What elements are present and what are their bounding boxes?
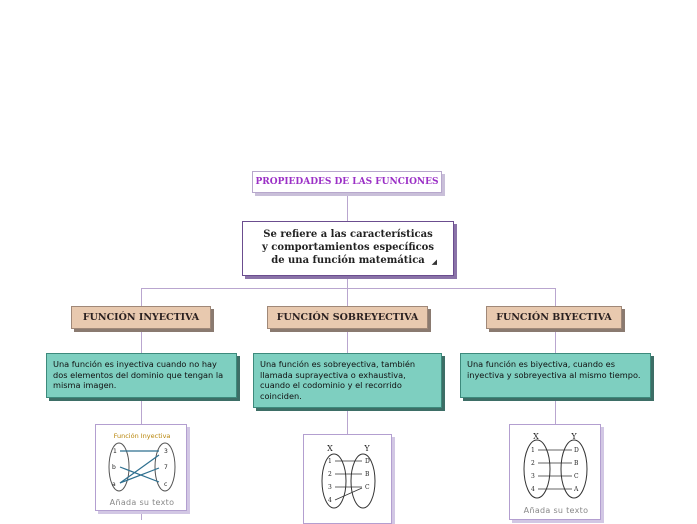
domain-ellipse xyxy=(108,442,130,492)
bijective-mapping-diagram: X Y 1 2 3 4 D B C A xyxy=(523,432,588,499)
branch-sobreyectiva-node[interactable]: FUNCIÓN SOBREYECTIVA xyxy=(267,306,428,329)
domain-label: 4 xyxy=(328,497,332,504)
codomain-label: C xyxy=(365,484,370,491)
codomain-set-label: Y xyxy=(570,432,577,441)
connector-root-to-desc xyxy=(347,193,348,221)
branch-title: FUNCIÓN BIYECTIVA xyxy=(496,312,612,323)
codomain-label: 3 xyxy=(164,448,168,455)
domain-ellipse xyxy=(523,439,551,499)
add-text-caption[interactable]: Añada su texto xyxy=(523,506,589,515)
description-line: y comportamientos específicos xyxy=(262,242,434,253)
domain-label: 1 xyxy=(328,458,332,465)
description-line: Se refiere a las características xyxy=(263,229,433,240)
connector-left-def xyxy=(141,329,142,353)
branch-title: FUNCIÓN SOBREYECTIVA xyxy=(276,312,419,323)
image-card-biyectiva[interactable]: X Y 1 2 3 4 D B C A Añada su texto xyxy=(509,424,601,520)
domain-label: a xyxy=(112,481,116,488)
domain-label: 2 xyxy=(328,471,332,478)
injective-mapping-diagram: Función Inyectiva 1 b a 3 7 c xyxy=(108,432,176,492)
domain-label: b xyxy=(112,464,116,471)
connector-center-img xyxy=(347,408,348,434)
resize-corner-icon[interactable]: ◢ xyxy=(431,257,437,266)
codomain-label: D xyxy=(574,447,579,454)
branch-inyectiva-node[interactable]: FUNCIÓN INYECTIVA xyxy=(71,306,211,329)
domain-label: 1 xyxy=(531,447,535,454)
image-card-inyectiva[interactable]: Función Inyectiva 1 b a 3 7 c Añada su t… xyxy=(95,424,187,511)
codomain-ellipse xyxy=(350,453,376,509)
connector-right-img xyxy=(555,398,556,424)
domain-set-label: X xyxy=(327,444,333,453)
domain-set-label: X xyxy=(533,432,539,441)
connector-desc-down xyxy=(347,276,348,289)
connector-left-down xyxy=(141,288,142,306)
root-title-node[interactable]: PROPIEDADES DE LAS FUNCIONES xyxy=(252,171,442,193)
root-description-node[interactable]: Se refiere a las características y compo… xyxy=(242,221,454,276)
mapping-arrow xyxy=(334,487,363,501)
diagram-title: Función Inyectiva xyxy=(114,432,171,440)
mapping-arrow xyxy=(119,467,160,484)
root-title: PROPIEDADES DE LAS FUNCIONES xyxy=(255,177,439,187)
definition-sobreyectiva[interactable]: Una función es sobreyectiva, también lla… xyxy=(253,353,442,408)
branch-biyectiva-node[interactable]: FUNCIÓN BIYECTIVA xyxy=(486,306,622,329)
mapping-arrow xyxy=(119,466,160,483)
mapping-arrow xyxy=(119,454,160,484)
codomain-set-label: Y xyxy=(363,444,370,453)
codomain-label: A xyxy=(573,486,579,493)
connector-left-img xyxy=(141,398,142,424)
connector-center-def xyxy=(347,329,348,353)
definition-text: Una función es inyectiva cuando no hay d… xyxy=(53,359,224,390)
domain-label: 3 xyxy=(328,484,332,491)
domain-ellipse xyxy=(321,453,347,509)
domain-label: 3 xyxy=(531,473,535,480)
codomain-label: B xyxy=(365,471,370,478)
add-text-caption[interactable]: Añada su texto xyxy=(109,498,175,507)
domain-label: 2 xyxy=(531,460,535,467)
codomain-label: 7 xyxy=(164,464,168,471)
image-card-sobreyectiva[interactable]: X Y 1 2 3 4 D B C xyxy=(303,434,392,524)
surjective-mapping-diagram: X Y 1 2 3 4 D B C xyxy=(321,444,376,509)
codomain-ellipse xyxy=(154,442,176,492)
codomain-ellipse xyxy=(560,439,588,499)
connector-left-below xyxy=(141,511,142,520)
codomain-label: D xyxy=(365,458,370,465)
branch-title: FUNCIÓN INYECTIVA xyxy=(82,312,200,323)
definition-text: Una función es biyectiva, cuando es inye… xyxy=(467,359,641,380)
definition-biyectiva[interactable]: Una función es biyectiva, cuando es inye… xyxy=(460,353,651,398)
connector-center-down xyxy=(347,288,348,306)
description-line: de una función matemática xyxy=(271,255,425,266)
domain-label: 4 xyxy=(531,486,535,493)
connector-horizontal xyxy=(141,288,556,289)
codomain-label: B xyxy=(574,460,579,467)
definition-inyectiva[interactable]: Una función es inyectiva cuando no hay d… xyxy=(46,353,237,398)
domain-label: 1 xyxy=(113,448,117,455)
connector-right-down xyxy=(555,288,556,306)
definition-text: Una función es sobreyectiva, también lla… xyxy=(260,359,416,401)
codomain-label: C xyxy=(574,473,579,480)
connector-right-def xyxy=(555,329,556,353)
codomain-label: c xyxy=(164,481,167,488)
